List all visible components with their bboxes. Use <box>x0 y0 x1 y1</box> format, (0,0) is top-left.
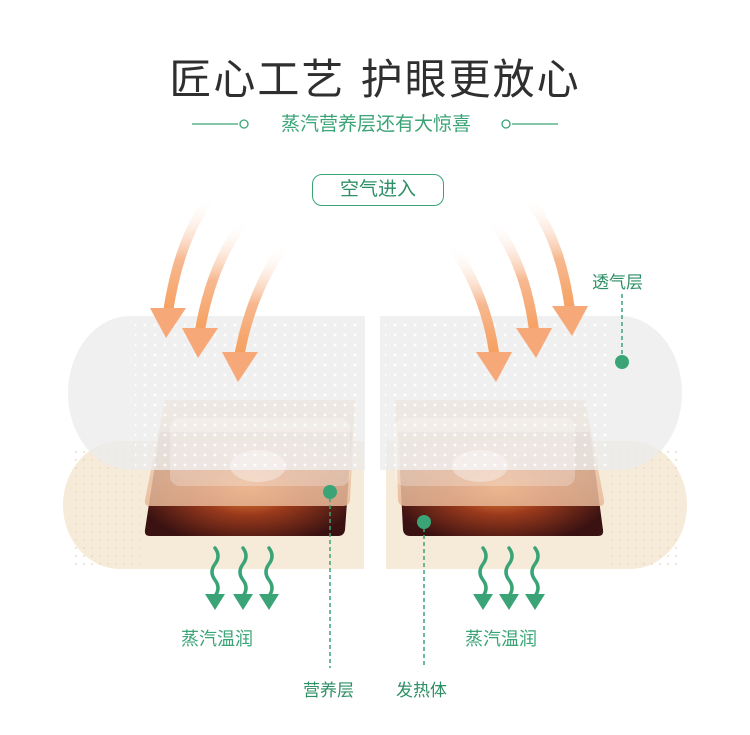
subtitle-decoration <box>192 119 558 129</box>
subtitle: 蒸汽营养层还有大惊喜 <box>280 113 471 135</box>
air-arrows-right <box>447 191 588 382</box>
air-arrows-left <box>150 191 290 382</box>
callout-nutrition <box>323 485 337 668</box>
label-steam-left: 蒸汽温润 <box>181 629 253 650</box>
label-steam-right: 蒸汽温润 <box>465 629 537 650</box>
steam-arrows-right <box>478 546 540 598</box>
label-breathable-layer: 透气层 <box>592 273 643 293</box>
callout-breathable <box>615 294 629 369</box>
page-title: 匠心工艺 护眼更放心 <box>169 55 581 104</box>
air-in-label: 空气进入 <box>312 174 444 206</box>
label-nutrition-layer: 营养层 <box>303 681 354 701</box>
label-heating-body: 发热体 <box>396 681 447 701</box>
subtitle-row: 蒸汽营养层还有大惊喜 <box>0 110 750 138</box>
callout-heating <box>417 515 431 668</box>
steam-arrows-left <box>210 546 274 598</box>
